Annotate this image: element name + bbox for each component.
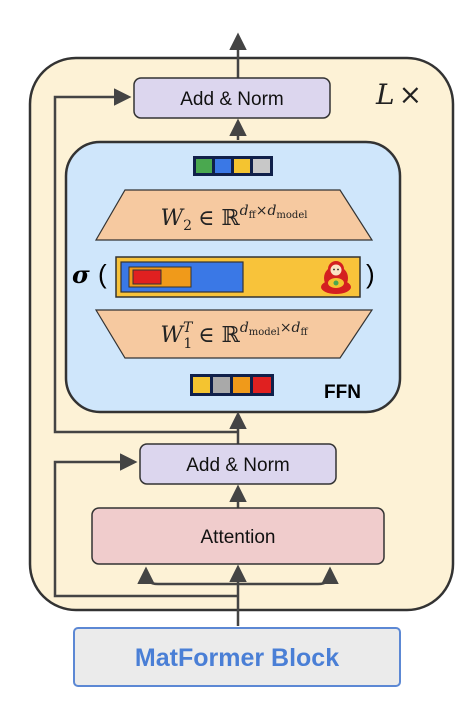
attention-input-right — [238, 566, 339, 586]
w2-formula: W2∈ ℝdff×dmodel — [161, 203, 308, 234]
paren-close: ) — [366, 259, 375, 289]
sigma-symbol: σ — [72, 260, 90, 289]
attention-label: Attention — [201, 527, 276, 548]
output-token-3 — [234, 159, 250, 173]
activation-bar-small — [132, 269, 162, 285]
paren-open: ( — [98, 259, 107, 289]
w2-trapezoid — [94, 189, 374, 241]
w1-trapezoid — [94, 309, 374, 359]
add-norm-top-label: Add & Norm — [180, 89, 283, 110]
repeat-label: L× — [375, 78, 422, 111]
title-box — [73, 627, 401, 687]
output-token-1 — [196, 159, 212, 173]
attention-box — [91, 507, 385, 565]
input-token-3 — [233, 377, 250, 393]
output-token-4 — [253, 159, 270, 173]
add-norm-top-box — [133, 77, 331, 119]
add-norm-bottom-box — [139, 443, 337, 485]
attention-input-left — [137, 566, 238, 586]
matryoshka-doll-icon — [321, 261, 351, 294]
input-token-1 — [193, 377, 210, 393]
input-token-strip — [190, 374, 274, 396]
input-token-4 — [253, 377, 271, 393]
residual-top-line — [53, 88, 238, 434]
residual-bottom-line — [53, 453, 238, 598]
input-token-2 — [213, 377, 230, 393]
add-norm-bottom-label: Add & Norm — [186, 455, 289, 476]
ffn-label: FFN — [324, 382, 361, 403]
output-token-strip — [193, 156, 273, 176]
output-token-2 — [215, 159, 231, 173]
title-text: MatFormer Block — [135, 644, 339, 672]
